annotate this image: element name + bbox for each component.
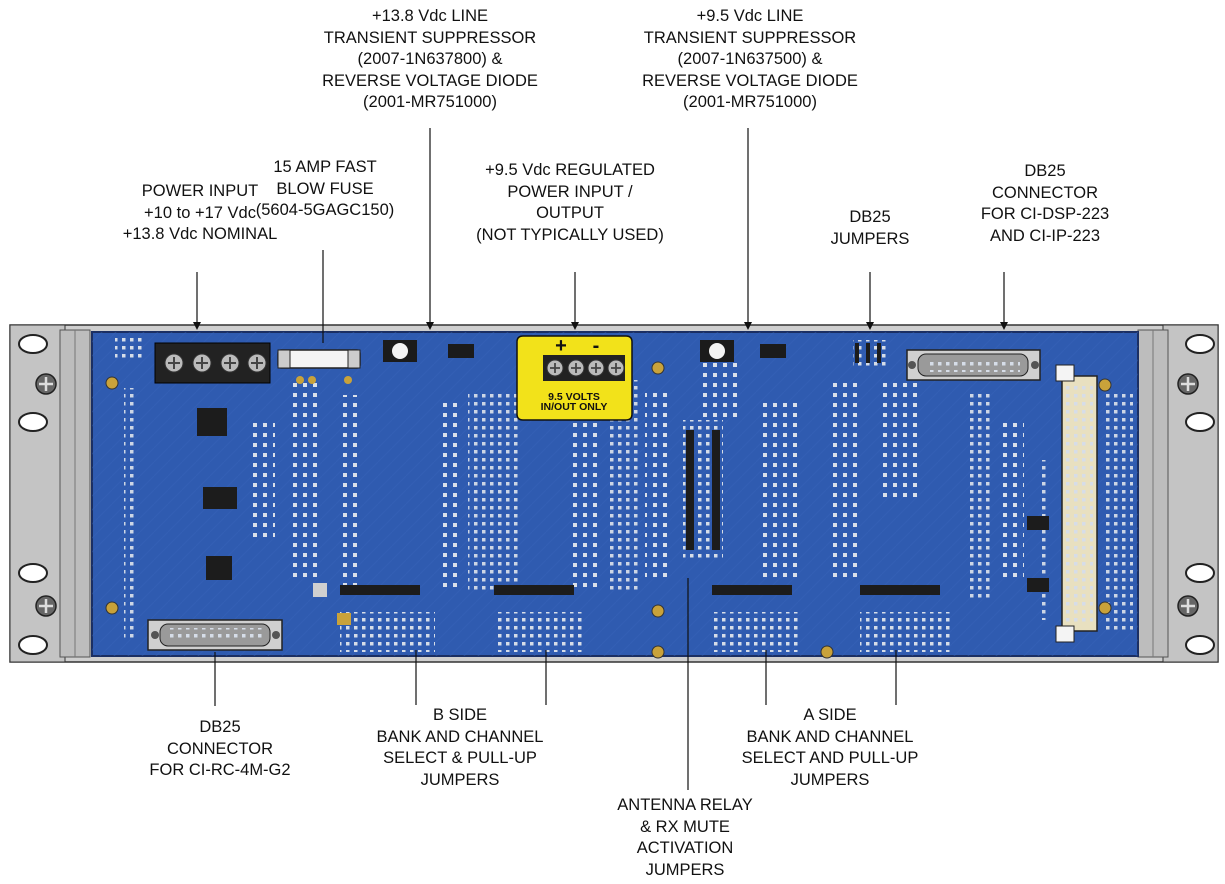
label-13v8-suppressor: +13.8 Vdc LINE TRANSIENT SUPPRESSOR (200… — [322, 7, 538, 111]
label-antenna-relay-jumpers: ANTENNA RELAY & RX MUTE ACTIVATION JUMPE… — [617, 796, 753, 879]
fuse — [277, 349, 361, 384]
regulated-terminal-plate: + - — [516, 335, 633, 421]
power-terminal-block — [115, 338, 271, 384]
label-db25-dsp-connector: DB25 CONNECTOR FOR CI-DSP-223 AND CI-IP-… — [980, 162, 1110, 245]
label-regulated-power: +9.5 Vdc REGULATED POWER INPUT / OUTPUT … — [476, 161, 664, 244]
label-9v5-suppressor: +9.5 Vdc LINE TRANSIENT SUPPRESSOR (2007… — [642, 7, 858, 111]
label-b-side-jumpers: B SIDE BANK AND CHANNEL SELECT & PULL-UP… — [376, 706, 544, 789]
standoffs — [105, 361, 1112, 659]
plate-label: 9.5 VOLTS IN/OUT ONLY — [540, 391, 608, 413]
label-a-side-jumpers: A SIDE BANK AND CHANNEL SELECT AND PULL-… — [741, 706, 919, 789]
db25-connector-rc — [147, 619, 283, 651]
db25-connector-dsp — [906, 349, 1041, 381]
plate-minus: - — [593, 335, 600, 357]
plate-plus: + — [555, 335, 567, 357]
label-power-input: POWER INPUT +10 to +17 Vdc +13.8 Vdc NOM… — [122, 182, 278, 243]
suppressor-diodes — [383, 340, 786, 362]
label-db25-rc-connector: DB25 CONNECTOR FOR CI-RC-4M-G2 — [149, 718, 291, 779]
misc-ics — [197, 408, 1049, 625]
leader-lines — [196, 128, 1005, 790]
rack-mounting-holes — [18, 334, 1215, 655]
rack-screws — [35, 373, 1199, 617]
label-fuse: 15 AMP FAST BLOW FUSE (5604-5GAGC150) — [255, 158, 395, 219]
leader-arrowheads — [193, 322, 1008, 330]
jumper-blocks — [340, 340, 950, 652]
ribbon-header — [1055, 364, 1098, 643]
label-db25-jumpers: DB25 JUMPERS — [830, 208, 910, 248]
component-pad-arrays — [124, 360, 1133, 638]
